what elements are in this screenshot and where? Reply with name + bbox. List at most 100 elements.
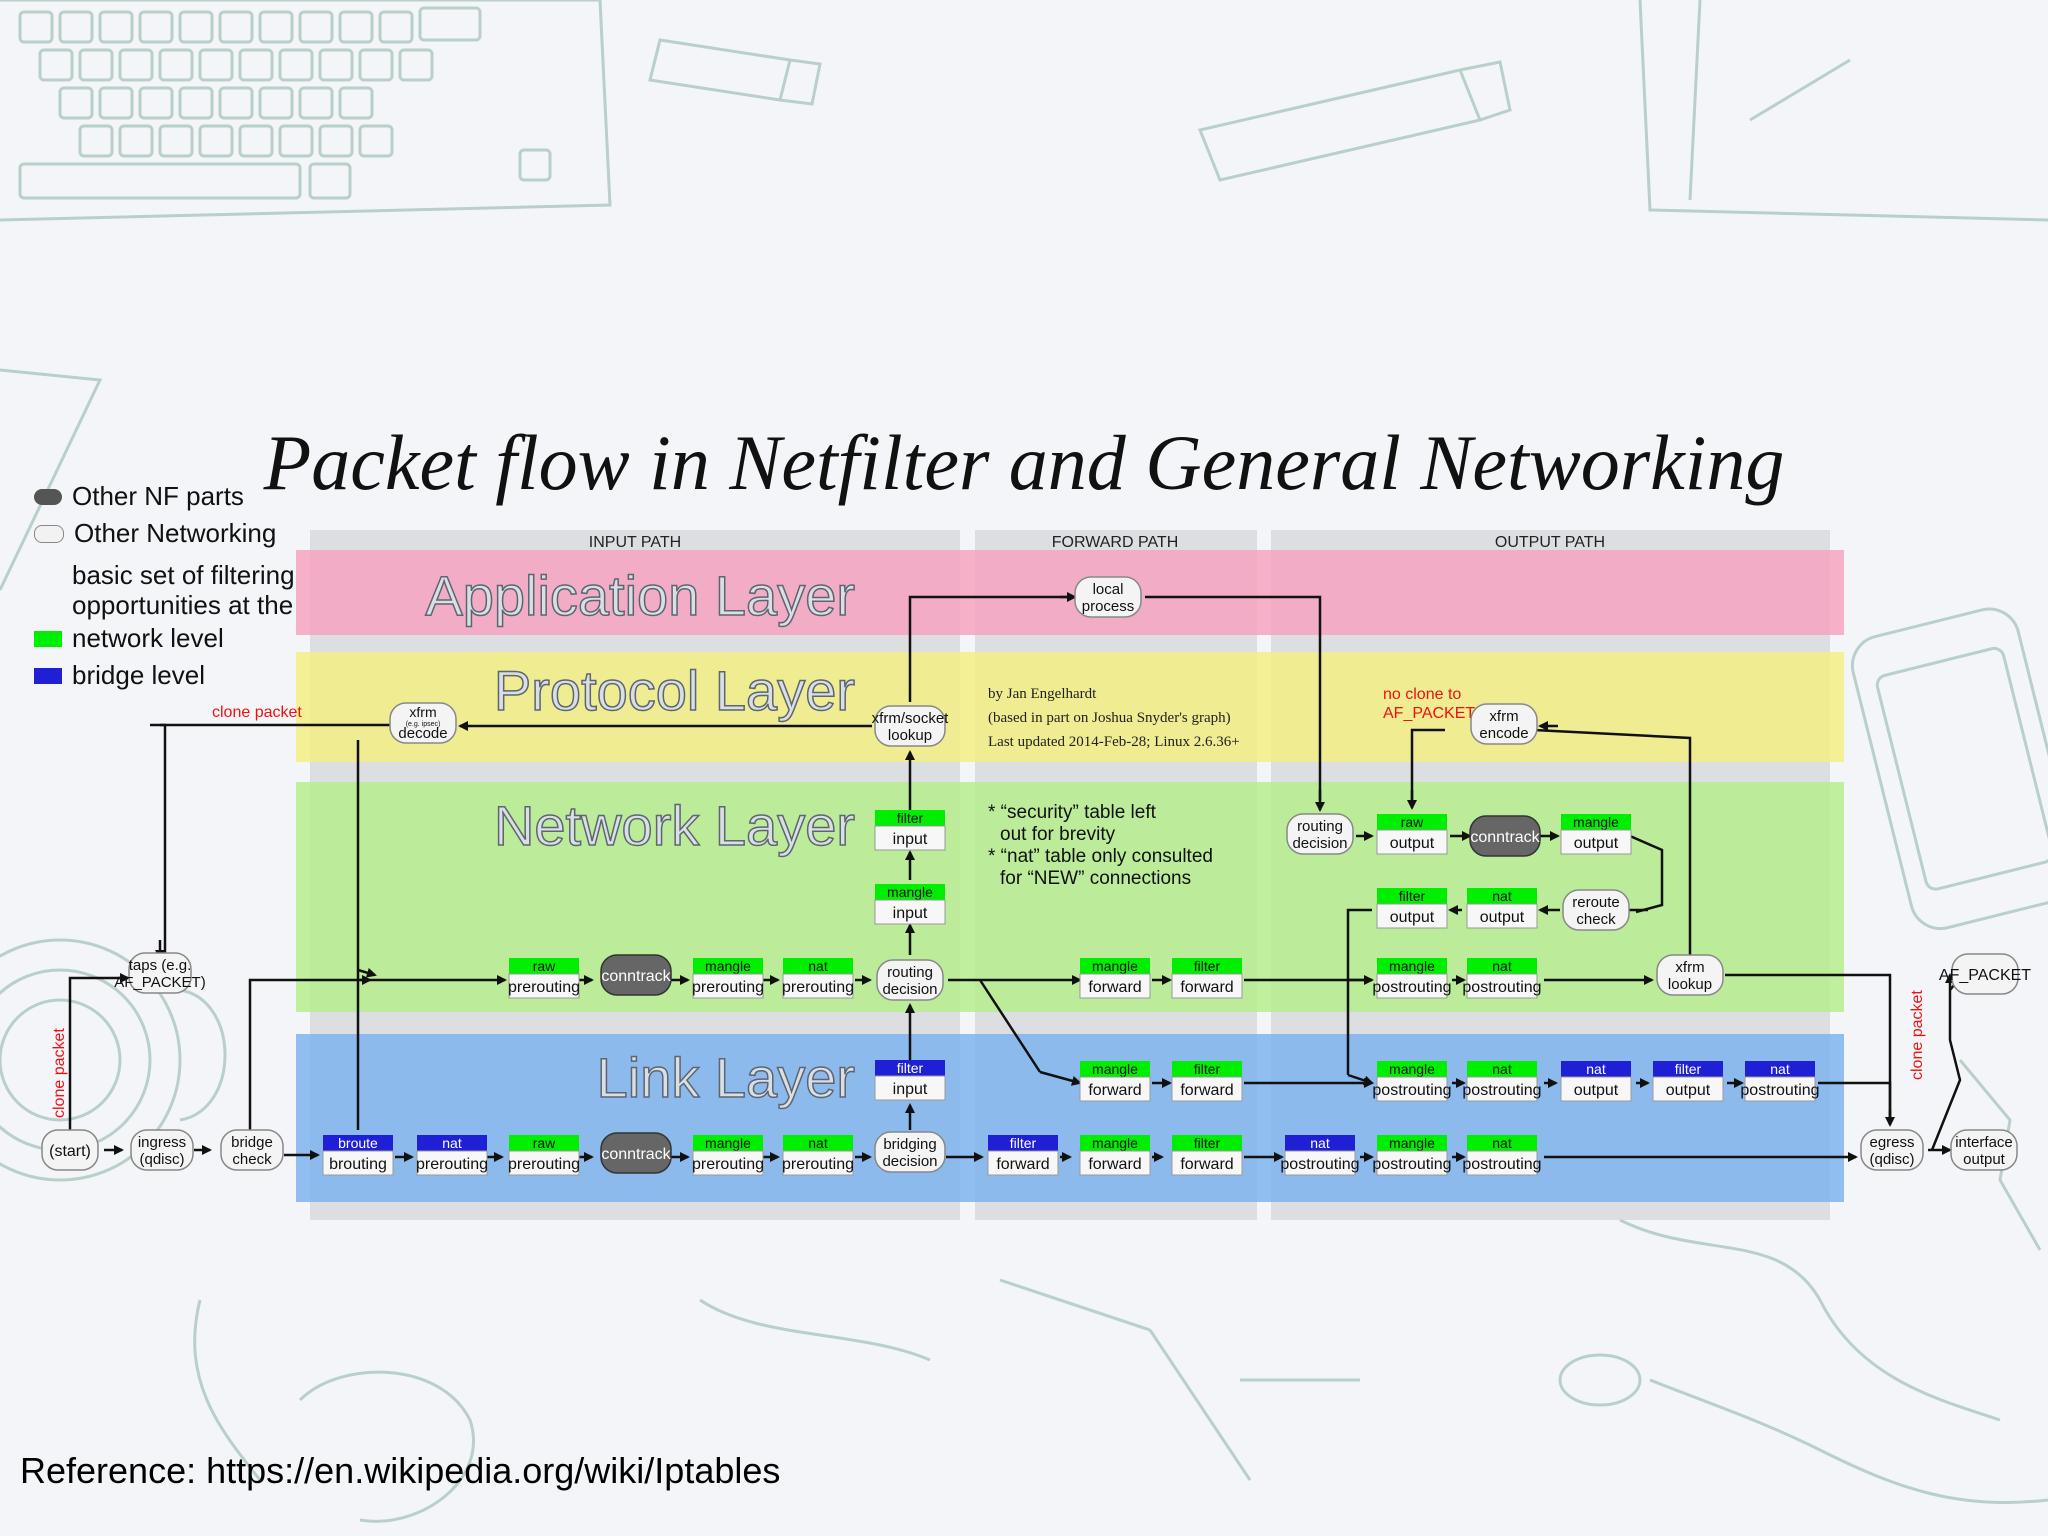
hook-chain-box [1171, 973, 1243, 999]
output-path-label: OUTPUT PATH [1495, 534, 1605, 551]
ingress-qdisc-node: ingress(qdisc) [130, 1129, 194, 1171]
hook-chain-box [508, 973, 580, 999]
hook-chain-label: output [1574, 835, 1619, 852]
node-label: process [1082, 598, 1135, 615]
hook-chain-label: prerouting [782, 979, 854, 996]
node-shape [220, 1129, 284, 1171]
hook-chain-label: forward [1088, 1082, 1141, 1099]
note-line: for “NEW” connections [1000, 868, 1191, 889]
hook-chain-label: postrouting [1462, 979, 1541, 996]
flow-arrow [357, 967, 377, 978]
flow-arrow [1039, 1070, 1082, 1086]
clone-packet-label: clone packet [212, 704, 302, 721]
hook-chain-label: brouting [329, 1156, 387, 1173]
credit-line: Last updated 2014-Feb-28; Linux 2.6.36+ [988, 734, 1240, 750]
hook-nat-prerouting: nat prerouting [782, 958, 854, 999]
hook-chain-box [1376, 1076, 1448, 1102]
input-path-label: INPUT PATH [589, 534, 681, 551]
legend-other-net: Other Networking [34, 515, 295, 552]
node-label: routing [1297, 818, 1343, 835]
hook-chain-box [1079, 973, 1151, 999]
legend: Other NF parts Other Networking basic se… [34, 478, 295, 694]
hook-chain-label: output [1666, 1082, 1711, 1099]
hook-chain-label: output [1390, 835, 1435, 852]
node-label: check [1576, 911, 1616, 928]
hook-chain-label: forward [1088, 979, 1141, 996]
hook-table-header [875, 1060, 945, 1076]
node-label: decision [882, 1153, 937, 1170]
hook-chain-label: prerouting [692, 1156, 764, 1173]
network-layer-title: Network Layer [494, 794, 855, 857]
flow-line [1346, 908, 1372, 1075]
hook-chain-box [1466, 903, 1538, 929]
hook-table-header [1561, 814, 1631, 830]
node-label: decision [882, 981, 937, 998]
flow-line [908, 595, 1075, 702]
hook-chain-box [1376, 1150, 1448, 1176]
node-label: taps (e.g. [129, 957, 192, 974]
hook-table-header [1080, 1061, 1150, 1077]
link-layer-title: Link Layer [597, 1046, 855, 1109]
flow-arrow [1347, 1073, 1374, 1086]
hook-chain-box [1376, 829, 1448, 855]
hook-table-label: filter [1399, 888, 1426, 904]
egress-qdisc-node: egress(qdisc) [1860, 1129, 1924, 1171]
node-shape [1656, 954, 1724, 996]
hook-table-label: nat [808, 958, 828, 974]
hook-table-label: raw [533, 958, 556, 974]
conntrack-node: conntrack [1469, 815, 1541, 857]
hook-table-header [1377, 888, 1447, 904]
bridge-swatch [34, 667, 62, 684]
hook-chain-box [987, 1150, 1059, 1176]
flow-line [1533, 728, 1692, 955]
hook-table-label: filter [1194, 958, 1221, 974]
hook-table-label: mangle [1092, 958, 1138, 974]
hook-chain-label: forward [996, 1156, 1049, 1173]
node-shape [1286, 813, 1354, 855]
hook-table-header [1080, 1135, 1150, 1151]
hook-chain-box [1376, 973, 1448, 999]
hook-table-header [1653, 1061, 1723, 1077]
hook-table-label: broute [338, 1135, 378, 1151]
hook-chain-box [1560, 829, 1632, 855]
hook-chain-label: postrouting [1462, 1082, 1541, 1099]
legend-basic-text: basic set of filtering opportunities at … [72, 560, 295, 620]
node-label: bridging [883, 1136, 936, 1153]
hook-table-header [875, 810, 945, 826]
node-label: (start) [49, 1143, 91, 1160]
hook-table-label: mangle [1573, 814, 1619, 830]
hook-table-header [1172, 1135, 1242, 1151]
hook-chain-label: input [893, 1081, 928, 1098]
hook-chain-box [1079, 1076, 1151, 1102]
legend-label: network level [72, 623, 224, 653]
hook-chain-box [1079, 1150, 1151, 1176]
node-label: local [1093, 581, 1124, 598]
hook-chain-box [1284, 1150, 1356, 1176]
node-label: decision [1292, 835, 1347, 852]
node-shape [1950, 1129, 2018, 1171]
hook-table-header [1172, 1061, 1242, 1077]
flow-line [248, 978, 360, 1150]
hook-table-header [693, 958, 763, 974]
protocol-layer-band [296, 652, 1844, 762]
node-shape [128, 952, 192, 994]
hook-chain-label: forward [1180, 979, 1233, 996]
hook-table-header [1467, 1061, 1537, 1077]
node-label: encode [1479, 725, 1528, 742]
note-line: out for brevity [1000, 824, 1116, 845]
legend-network-level: network level [34, 620, 295, 657]
